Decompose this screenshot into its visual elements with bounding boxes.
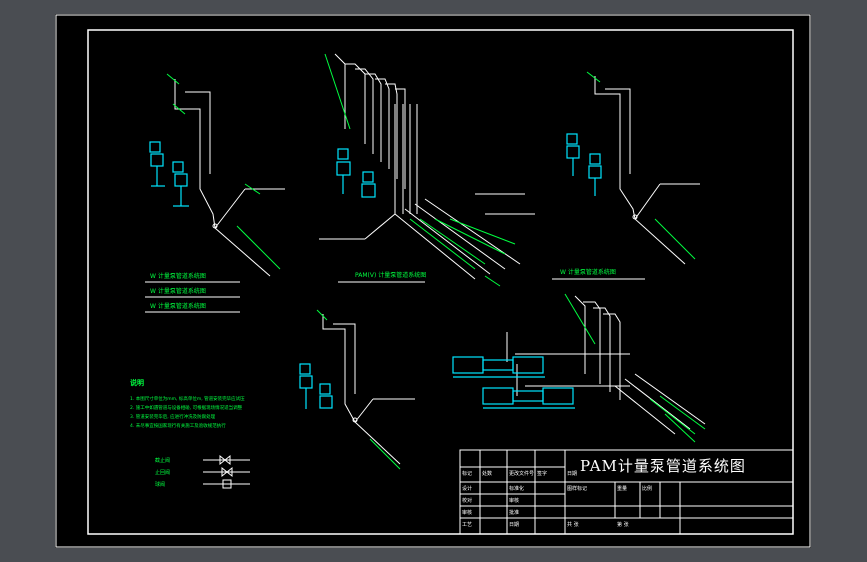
legend-label: 止回阀 <box>155 470 171 476</box>
title-block-cell: 审核 <box>462 510 473 516</box>
notes-block: 说明 1. 本图尺寸单位为mm, 标高单位m, 管道安装完毕应试压 2. 施工中如… <box>130 378 310 431</box>
label-top-left-3: W 计量泵管道系统图 <box>150 303 206 310</box>
legend-label: 球阀 <box>155 482 166 488</box>
title-block-cell: 共 张 <box>567 522 579 528</box>
title-block-cell: 设计 <box>462 486 473 492</box>
note-item: 2. 施工中如遇管道与设备相碰, 可根据现场情况适当调整 <box>130 406 243 411</box>
drawing-sheet: PAM计量泵管道系统图 W 计量泵管道系统图 W 计量泵管道系统图 W 计量泵管… <box>55 14 811 548</box>
title-block-cell: 处数 <box>482 471 493 477</box>
legend: 截止阀止回阀球阀 <box>155 455 170 491</box>
annotations-top-left <box>166 73 281 270</box>
pipe-system-top-right <box>594 76 700 265</box>
pump-bottom-center <box>299 363 333 409</box>
title-block-grid <box>459 449 794 535</box>
outer-frame <box>55 14 811 548</box>
title-block-cell: 比例 <box>642 486 653 492</box>
pipe-system-top-left <box>174 79 285 277</box>
cad-drawing <box>55 14 811 548</box>
legend-list: 截止阀止回阀球阀 <box>155 455 170 491</box>
pump-top-left <box>149 141 189 207</box>
pump-top-center <box>336 148 376 198</box>
label-top-left-2: W 计量泵管道系统图 <box>150 288 206 295</box>
drawing-title: PAM计量泵管道系统图 <box>580 457 746 475</box>
title-block-cell: 签字 <box>537 471 548 477</box>
title-block-cell: 工艺 <box>462 522 473 528</box>
pipe-system-bottom-right <box>506 295 706 435</box>
label-top-center: PAM(V) 计量泵管道系统图 <box>355 272 427 279</box>
note-item: 1. 本图尺寸单位为mm, 标高单位m, 管道安装完毕应试压 <box>130 397 245 402</box>
label-lines-others <box>338 278 645 283</box>
title-block-cell: 标准化 <box>509 486 525 492</box>
inner-frame <box>87 29 794 535</box>
label-lines-top-left <box>145 281 240 313</box>
title-block-cell: 日期 <box>567 471 578 477</box>
label-top-left-1: W 计量泵管道系统图 <box>150 273 206 280</box>
annotations-bottom-right <box>564 293 706 443</box>
title-block-cell: 更改文件号 <box>509 471 535 477</box>
legend-label: 截止阀 <box>155 458 171 464</box>
title-block-cell: 校对 <box>462 498 473 504</box>
note-item: 4. 未尽事宜按国家现行有关施工及验收规范执行 <box>130 424 226 429</box>
annotations-top-center <box>324 53 516 287</box>
pump-top-right <box>566 133 602 196</box>
pipe-system-bottom-center <box>322 314 415 465</box>
title-block-cell: 批准 <box>509 510 520 516</box>
title-block-cell: 图样标记 <box>567 486 588 492</box>
annotations-top-right <box>586 71 696 260</box>
title-block-cell: 审核 <box>509 498 520 504</box>
note-item: 3. 管道安装完毕后, 应进行冲洗及防腐处理 <box>130 415 216 420</box>
label-top-right: W 计量泵管道系统图 <box>560 269 616 276</box>
annotations-bottom-center <box>316 309 401 470</box>
title-block-cell: 第 张 <box>617 522 629 528</box>
title-block-cell: 标记 <box>462 471 473 477</box>
pipe-system-top-center <box>319 53 535 280</box>
title-block-cell: 重量 <box>617 486 628 492</box>
notes-heading: 说明 <box>130 379 144 387</box>
notes-list: 1. 本图尺寸单位为mm, 标高单位m, 管道安装完毕应试压 2. 施工中如遇管道… <box>130 395 310 431</box>
legend-symbols <box>203 454 250 489</box>
pump-units-bottom-right <box>452 356 575 409</box>
title-block-cell: 日期 <box>509 522 520 528</box>
